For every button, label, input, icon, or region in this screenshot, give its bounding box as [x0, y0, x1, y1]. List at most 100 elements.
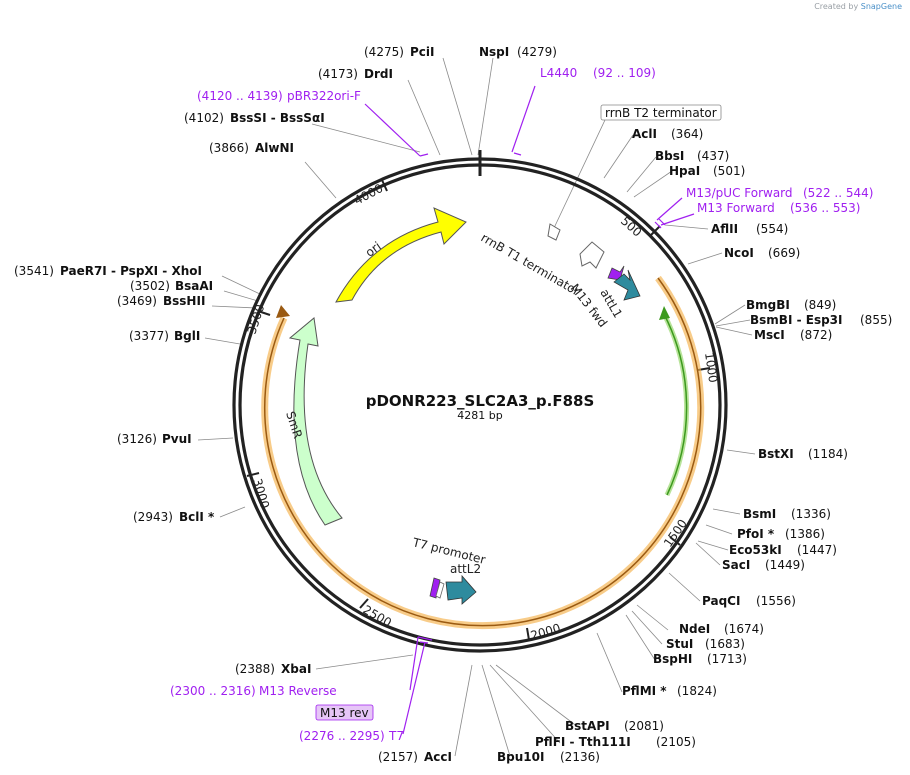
site-position: (1556): [756, 594, 796, 608]
ori-feature: [335, 207, 467, 303]
site-name: BstAPI: [565, 719, 610, 733]
rrnB-T1-label: rrnB T1 terminator: [479, 230, 583, 298]
site-position: (2388): [235, 662, 275, 676]
site-name: SacI: [722, 558, 750, 572]
primer-markers: [364, 85, 695, 735]
site-position: (669): [768, 246, 800, 260]
smr-feature: [288, 317, 343, 526]
site-position: (1713): [707, 652, 747, 666]
site-name: BglI: [174, 329, 200, 343]
site-name: PflMI *: [622, 684, 667, 698]
m13-fwd-label: M13 fwd: [568, 281, 610, 330]
attL2-label: attL2: [450, 562, 481, 576]
primer-range: (2276 .. 2295): [299, 729, 385, 743]
gene-arrowhead: [659, 306, 670, 320]
rrnB-T2-label-box: [600, 104, 722, 121]
credit-text: Created by: [814, 2, 859, 11]
site-position: (501): [713, 164, 745, 178]
credit: Created by SnapGene: [814, 2, 902, 11]
tick-label-3000: 3000: [250, 477, 272, 510]
site-name: HpaI: [669, 164, 700, 178]
rrnB-T2-label: rrnB T2 terminator: [605, 106, 717, 120]
site-name: PaqCI: [702, 594, 740, 608]
t7-promoter-feature: [429, 577, 441, 599]
primer-name: M13/pUC Forward: [686, 186, 793, 200]
m13-rev-label: M13 rev: [320, 706, 369, 720]
site-name: AccI: [424, 750, 452, 764]
site-name: NspI: [479, 45, 509, 59]
site-position: (872): [800, 328, 832, 342]
primer-range: (2300 .. 2316): [170, 684, 256, 698]
site-position: (554): [756, 222, 788, 236]
site-position: (1447): [797, 543, 837, 557]
m13-rev-label-box: [315, 704, 374, 721]
site-position: (4102): [184, 111, 224, 125]
orf-arrowhead: [276, 305, 290, 318]
site-name: PaeR7I - PspXI - XhoI: [60, 264, 202, 278]
site-position: (2943): [133, 510, 173, 524]
site-position: (3469): [117, 294, 157, 308]
orf-halo-arc: [261, 275, 705, 630]
primer-range: (536 .. 553): [790, 201, 860, 215]
site-name: BssSI - BssSαI: [230, 111, 325, 125]
site-name: Bpu10I: [497, 750, 544, 764]
site-name: MscI: [754, 328, 785, 342]
plasmid-name: pDONR223_SLC2A3_p.F88S: [366, 392, 595, 410]
site-name: AclI: [632, 127, 657, 141]
site-name: BbsI: [655, 149, 684, 163]
site-position: (364): [671, 127, 703, 141]
site-position: (1674): [724, 622, 764, 636]
site-name: BsaAI: [175, 279, 213, 293]
site-position: (1449): [765, 558, 805, 572]
site-name: NcoI: [724, 246, 754, 260]
snapgene-brand: SnapGene: [860, 2, 902, 11]
gene-arc: [663, 313, 688, 496]
leader-lines: [197, 57, 756, 757]
site-name: PfoI *: [737, 527, 775, 541]
site-position: (855): [860, 313, 892, 327]
primer-name: M13 Forward: [697, 201, 775, 215]
site-position: (3866): [209, 141, 249, 155]
site-position: (3541): [14, 264, 54, 278]
site-position: (1683): [705, 637, 745, 651]
attL2-feature: [445, 574, 477, 605]
site-name: XbaI: [281, 662, 311, 676]
site-position: (1824): [677, 684, 717, 698]
site-position: (4275): [364, 45, 404, 59]
site-name: BsmI: [743, 507, 776, 521]
site-name: BsmBI - Esp3I: [750, 313, 842, 327]
m13-fwd-feature: [607, 265, 625, 281]
site-name: BspHI: [653, 652, 692, 666]
rrnB-T2-terminator-feature: [547, 223, 561, 241]
site-position: (2136): [560, 750, 600, 764]
site-position: (2081): [624, 719, 664, 733]
site-position: (4279): [517, 45, 557, 59]
rrnB-T1-terminator-feature: [579, 241, 605, 269]
site-position: (4173): [318, 67, 358, 81]
site-position: (3502): [130, 279, 170, 293]
primer-name: T7: [388, 729, 404, 743]
site-name: PflFI - Tth111I: [535, 735, 631, 749]
site-name: AlwNI: [255, 141, 294, 155]
site-position: (3126): [117, 432, 157, 446]
primer-range: (522 .. 544): [803, 186, 873, 200]
site-name: DrdI: [364, 67, 393, 81]
site-name: PvuI: [162, 432, 192, 446]
site-name: PciI: [410, 45, 435, 59]
orf-arc: [264, 277, 702, 627]
primer-range: (92 .. 109): [593, 66, 656, 80]
site-name: BstXI: [758, 447, 794, 461]
site-name: BmgBI: [746, 298, 790, 312]
site-position: (437): [697, 149, 729, 163]
restriction-sites: (4275) PciI NspI (4279) (4173) DrdI (410…: [14, 45, 892, 764]
site-position: (3377): [129, 329, 169, 343]
primer-range: (4120 .. 4139): [197, 89, 283, 103]
site-name: BclI *: [179, 510, 215, 524]
site-name: Eco53kI: [729, 543, 782, 557]
site-name: BssHII: [163, 294, 205, 308]
site-name: StuI: [666, 637, 693, 651]
primer-name: pBR322ori-F: [287, 89, 361, 103]
primer-name: M13 Reverse: [259, 684, 337, 698]
site-position: (1184): [808, 447, 848, 461]
